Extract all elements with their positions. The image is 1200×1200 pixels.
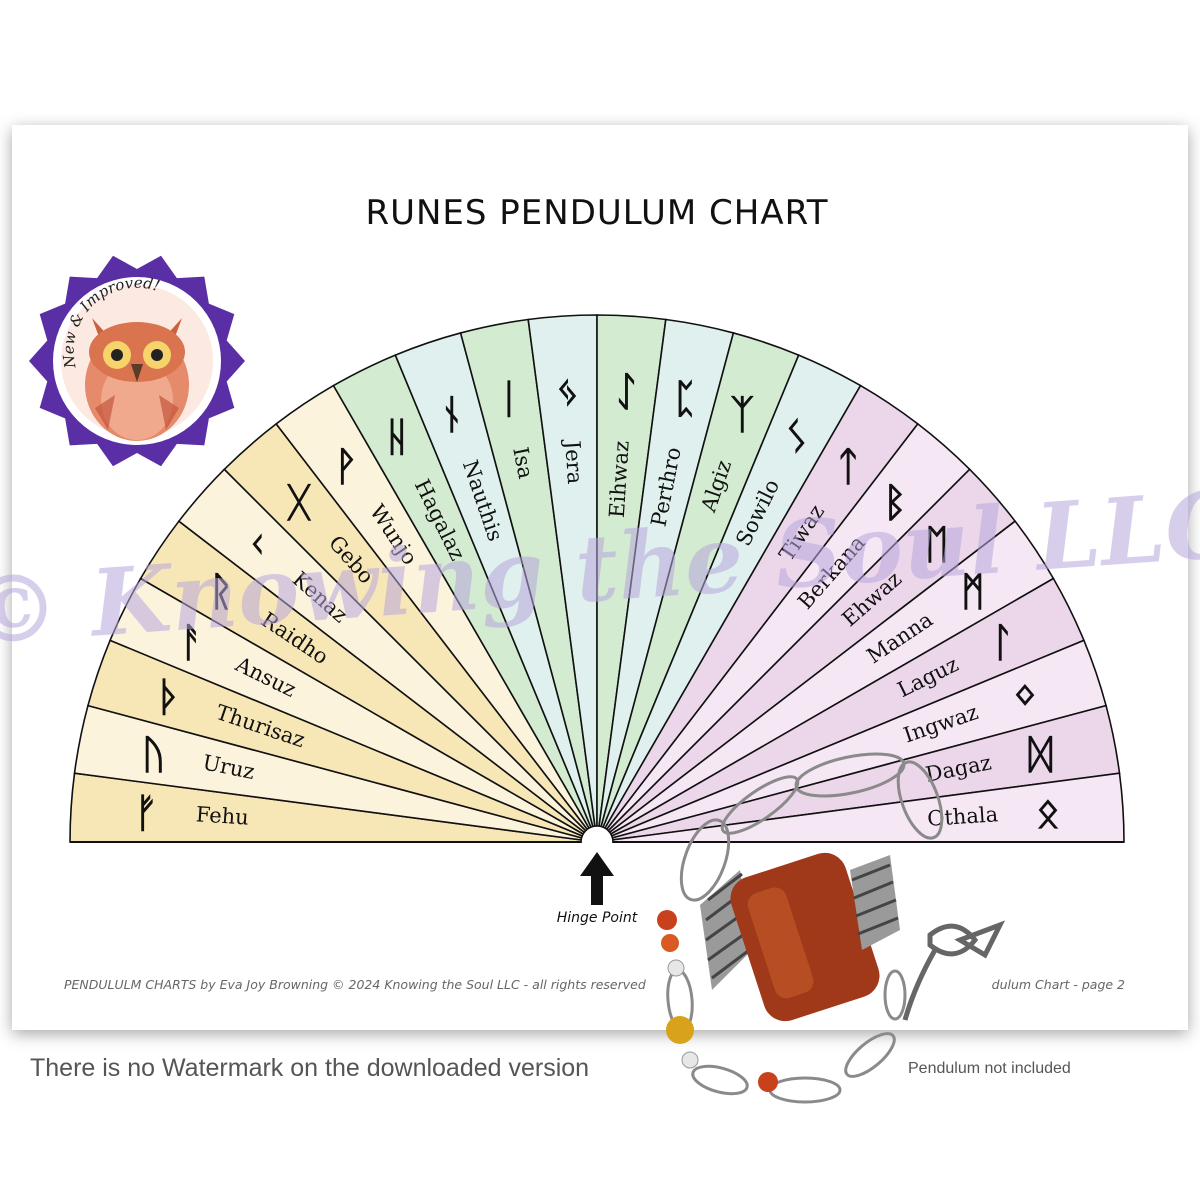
rune-glyph-isa: ᛁ bbox=[497, 377, 521, 423]
rune-glyph-laguz: ᛚ bbox=[990, 620, 1014, 666]
rune-glyph-dagaz: ᛞ bbox=[1028, 732, 1052, 778]
chart-title: RUNES PENDULUM CHART bbox=[365, 193, 828, 233]
rune-glyph-fehu: ᚠ bbox=[134, 790, 158, 836]
owl-icon bbox=[85, 318, 189, 441]
rune-glyph-raidho: ᚱ bbox=[209, 569, 233, 615]
no-watermark-note: There is no Watermark on the downloaded … bbox=[30, 1054, 589, 1082]
rune-name-fehu: Fehu bbox=[195, 802, 249, 829]
rune-glyph-gebo: ᚷ bbox=[286, 480, 312, 526]
rune-glyph-ansuz: ᚨ bbox=[180, 620, 204, 666]
rune-name-othala: Othala bbox=[926, 802, 998, 831]
hinge-point-label: Hinge Point bbox=[557, 910, 638, 926]
rune-glyph-thurisaz: ᚦ bbox=[157, 675, 181, 721]
rune-glyph-wunjo: ᚹ bbox=[334, 444, 358, 490]
rune-name-eihwaz: Eihwaz bbox=[605, 440, 634, 519]
rune-glyph-othala: ᛟ bbox=[1036, 790, 1060, 836]
rune-glyph-perthro: ᛈ bbox=[673, 377, 697, 423]
rune-glyph-ehwaz: ᛖ bbox=[925, 522, 949, 568]
rune-glyph-sowilo: ᛊ bbox=[785, 415, 809, 461]
rune-glyph-ingwaz: ᛜ bbox=[1013, 675, 1037, 721]
rune-glyph-tiwaz: ᛏ bbox=[836, 444, 860, 490]
rune-glyph-hagalaz: ᚺ bbox=[385, 415, 409, 461]
rune-glyph-berkana: ᛒ bbox=[883, 480, 907, 526]
pendulum-not-included-note: Pendulum not included bbox=[908, 1060, 1071, 1077]
footer-copyright: PENDULULM CHARTS by Eva Joy Browning © 2… bbox=[64, 977, 646, 992]
pendulum-illustration bbox=[657, 752, 1006, 1104]
rune-glyph-uruz: ᚢ bbox=[142, 732, 166, 778]
rune-glyph-nauthis: ᚾ bbox=[440, 392, 464, 438]
rune-glyph-eihwaz: ᛇ bbox=[615, 369, 639, 415]
rune-glyph-kenaz: ᚲ bbox=[245, 522, 269, 568]
rune-glyph-algiz: ᛉ bbox=[730, 392, 754, 438]
footer-page: dulum Chart - page 2 bbox=[992, 977, 1125, 992]
hinge-arrow-icon bbox=[580, 852, 614, 905]
rune-name-jera: Jera bbox=[560, 438, 587, 485]
rune-glyph-jera: ᛃ bbox=[555, 369, 579, 415]
new-improved-badge: New & Improved! bbox=[29, 255, 245, 467]
rune-glyph-manna: ᛗ bbox=[961, 569, 985, 615]
